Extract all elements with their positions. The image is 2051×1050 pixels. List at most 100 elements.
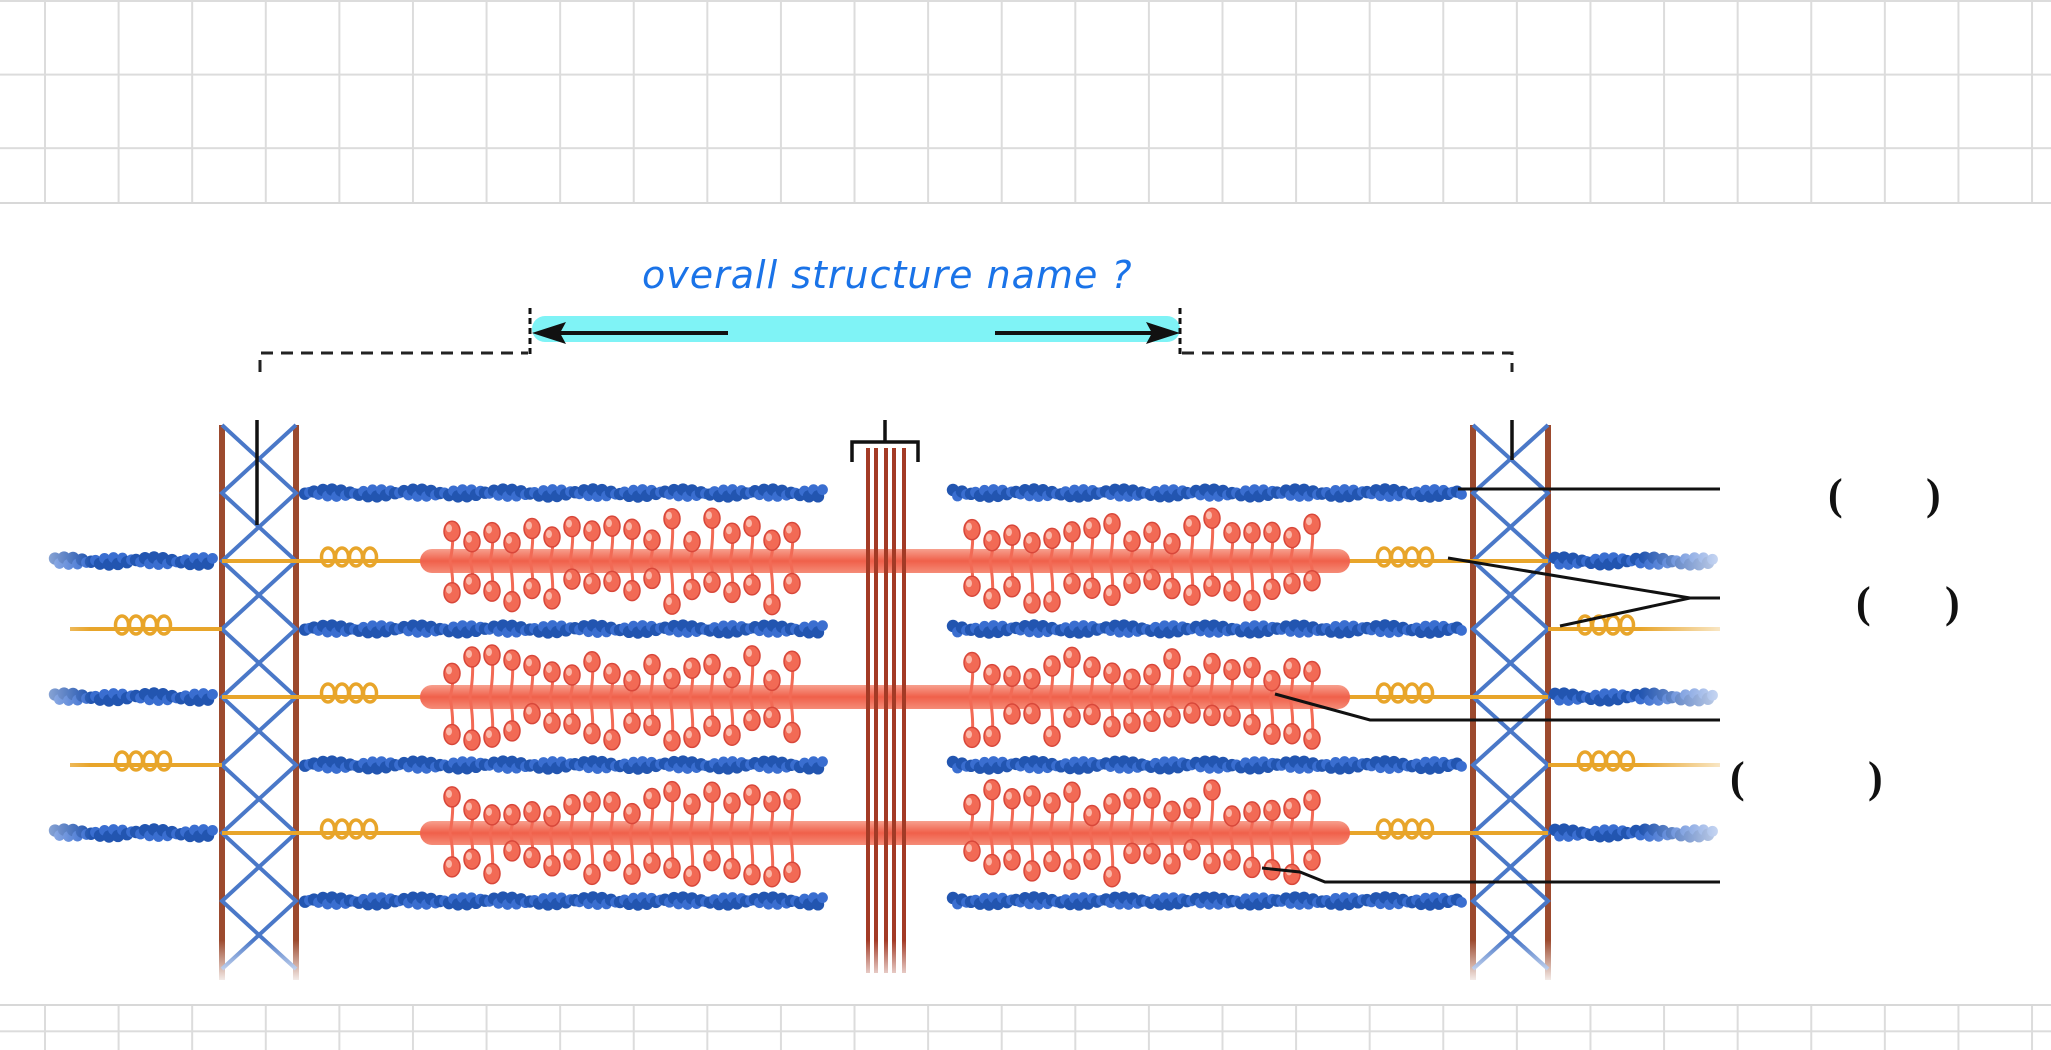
myosin-head-highlight [1286,576,1292,585]
myosin-head [703,715,721,737]
myosin-head [663,729,681,752]
myosin-head-highlight [986,667,992,676]
myosin-head-highlight [686,534,692,543]
myosin-head [483,644,501,666]
myosin-head-highlight [626,522,632,531]
myosin-head [703,507,721,529]
myosin-head [1263,723,1281,745]
fade-left [0,400,90,920]
myosin-head-highlight [586,524,592,533]
myosin-head-highlight [686,797,692,806]
myosin-head [1083,804,1101,827]
myosin-head [1183,584,1201,606]
myosin-head-highlight [1286,530,1292,539]
myosin-head [983,663,1001,686]
myosin-head-highlight [1186,706,1192,715]
titin-coil [1403,818,1421,840]
myosin-head [783,572,801,595]
titin-coil [113,614,131,636]
myosin-head-highlight [646,791,652,800]
myosin-head-highlight [786,654,792,663]
actin-bead [1456,624,1467,636]
myosin-head [523,702,541,725]
myosin-head-highlight [746,787,752,796]
myosin-head-highlight [986,729,992,738]
myosin-head [583,863,601,886]
titin-filaments [70,546,1720,840]
m-line-bar-1 [874,448,878,973]
myosin-head-highlight [1106,516,1112,525]
label-3-open: ( [1730,753,1745,802]
myosin-head [1043,655,1061,677]
myosin-head-highlight [1066,650,1072,659]
myosin-head [463,848,481,870]
myosin-head [1283,863,1301,886]
titin-coil [141,614,159,636]
myosin-head [683,530,701,553]
myosin-head-highlight [1166,536,1172,545]
z-disc-bar-right-1 [1545,425,1551,980]
myosin-head-highlight [1146,846,1152,855]
myosin-head [963,575,981,598]
myosin-head-highlight [446,859,452,868]
myosin-head [603,515,621,537]
myosin-head [763,593,781,616]
titin-coil [1389,818,1407,840]
myosin-head [683,726,701,749]
myosin-head [703,571,721,594]
myosin-head [1203,652,1221,675]
myosin-head [1243,713,1261,736]
myosin-head [1243,656,1261,679]
myosin-head-highlight [1086,660,1092,669]
myosin-head [743,515,761,537]
myosin-head-highlight [1046,795,1052,804]
titin-coil [1417,546,1435,568]
myosin-head [1303,513,1321,535]
myosin-head-highlight [1106,869,1112,878]
myosin-head [583,520,601,542]
myosin-head [763,669,781,692]
titin-left-1 [222,682,440,704]
myosin-head [583,791,601,813]
myosin-head-highlight [466,802,472,811]
m-line-bar-4 [902,448,906,973]
myosin-head [523,801,541,823]
myosin-head-highlight [706,511,712,520]
dashed-bracket-left [258,351,528,372]
myosin-head-highlight [1226,662,1232,671]
titin-coil [361,546,379,568]
myosin-head-highlight [1006,579,1012,588]
myosin-head [703,849,721,872]
myosin-head-highlight [666,733,672,742]
myosin-head-highlight [526,581,532,590]
m-line-bar-0 [866,448,870,973]
myosin-head-highlight [1286,726,1292,735]
myosin-head-highlight [786,792,792,801]
myosin-head [1183,665,1201,688]
actin-left-2 [298,755,828,775]
myosin-head-highlight [746,713,752,722]
myosin-head-highlight [506,653,512,662]
myosin-head-highlight [1266,673,1272,682]
myosin-head-highlight [1106,719,1112,728]
myosin-head-highlight [966,730,972,739]
myosin-head [1103,715,1121,738]
myosin-head [1003,524,1021,546]
myosin-head [1123,787,1141,810]
myosin-head-highlight [1086,521,1092,530]
myosin-head [563,848,581,871]
myosin-head-highlight [1046,729,1052,738]
myosin-head [623,518,641,541]
myosin-head-highlight [566,667,572,676]
myosin-head-highlight [686,869,692,878]
myosin-head-highlight [1166,709,1172,718]
actin-right-1 [946,619,1467,639]
myosin-head [703,781,721,803]
myosin-head [1303,789,1321,811]
titin-coil [347,546,365,568]
myosin-head-highlight [706,785,712,794]
myosin-head-highlight [1226,525,1232,534]
myosin-head [1083,703,1101,726]
myosin-head-highlight [606,732,612,741]
